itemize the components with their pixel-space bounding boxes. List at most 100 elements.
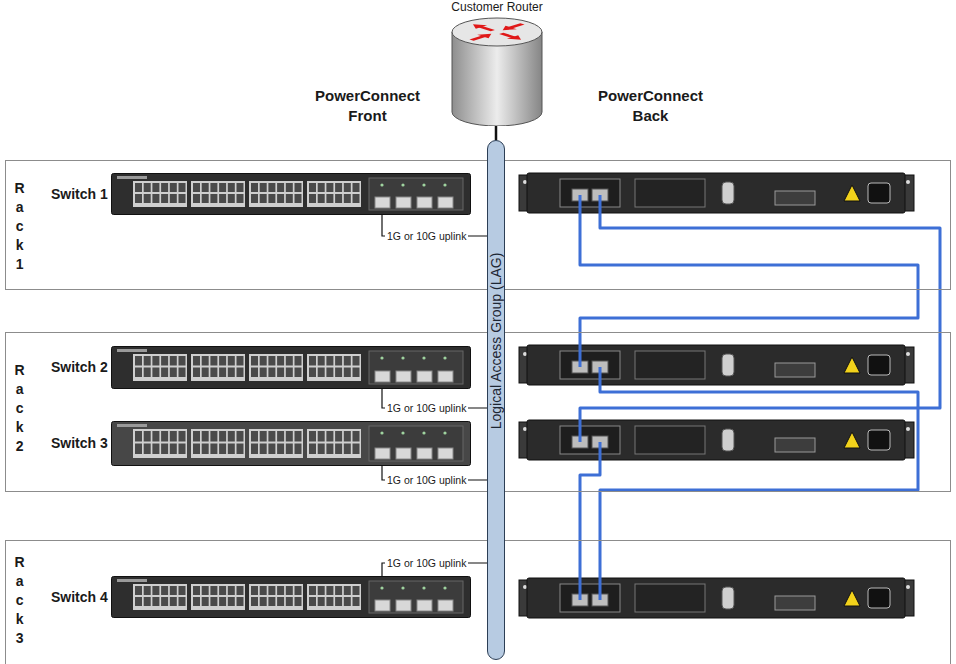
switch-badge: [117, 579, 147, 582]
rj45-port: [277, 183, 284, 192]
rj45-port: [210, 431, 217, 442]
rj45-port: [286, 356, 293, 366]
rj45-port: [326, 194, 333, 203]
rj45-port: [228, 183, 235, 192]
switch-illustration: [111, 346, 471, 389]
rj45-port: [210, 444, 217, 455]
rj45-port: [260, 194, 267, 203]
switch-front: Switch 2: [51, 346, 486, 389]
switch-illustration: [111, 173, 471, 215]
rj45-port: [144, 356, 151, 366]
rack-band: Switch 1R a c k 1: [5, 160, 951, 290]
rj45-port: [179, 431, 186, 442]
rj45-port: [260, 444, 267, 455]
rj45-port: [326, 431, 333, 442]
rj45-port: [286, 368, 293, 378]
rj45-port: [318, 356, 325, 366]
router-icon: [440, 16, 554, 126]
port-block: [249, 429, 303, 458]
back-panels: [519, 173, 914, 618]
rj45-port: [179, 183, 186, 192]
sfp-port: [417, 371, 432, 382]
rj45-port: [228, 368, 235, 378]
sfp-port: [417, 600, 432, 611]
rj45-port: [277, 586, 284, 595]
rack-band: Switch 4R a c k 3: [5, 540, 951, 664]
rj45-port: [152, 444, 159, 455]
rj45-port: [237, 586, 244, 595]
ear-screw: [523, 585, 527, 589]
switch-badge: [117, 176, 147, 179]
rj45-port: [228, 431, 235, 442]
rj45-port: [228, 194, 235, 203]
rj45-port: [277, 356, 284, 366]
rj45-port: [202, 597, 209, 606]
rj45-port: [326, 597, 333, 606]
rj45-port: [210, 183, 217, 192]
uplink-label: 1G or 10G uplink: [385, 401, 468, 415]
switch-label: Switch 2: [51, 359, 111, 376]
rj45-port: [144, 194, 151, 203]
rj45-port: [193, 368, 200, 378]
switch-badge: [117, 424, 147, 427]
sfp-port: [438, 448, 453, 459]
rj45-port: [344, 586, 351, 595]
rj45-port: [318, 586, 325, 595]
rj45-port: [135, 586, 142, 595]
status-led: [401, 356, 404, 359]
switch-body: [112, 577, 471, 618]
rj45-port: [237, 444, 244, 455]
rj45-port: [251, 356, 258, 366]
ear-screw: [906, 585, 910, 589]
rj45-port: [152, 586, 159, 595]
rj45-port: [170, 586, 177, 595]
switch-back: [519, 420, 914, 460]
port-block: [133, 354, 187, 381]
switch-back: [519, 173, 914, 213]
uplink-label: 1G or 10G uplink: [385, 556, 468, 570]
rj45-port: [251, 444, 258, 455]
stacking-module: [560, 179, 620, 207]
switch-illustration: [111, 576, 471, 618]
switch-front: Switch 4: [51, 576, 486, 618]
warning-triangle: [844, 432, 860, 448]
rj45-port: [335, 368, 342, 378]
rj45-port: [251, 194, 258, 203]
rj45-port: [309, 586, 316, 595]
rj45-port: [344, 431, 351, 442]
status-led: [443, 586, 446, 589]
rj45-port: [326, 586, 333, 595]
rack-band: Switch 2Switch 3R a c k 2: [5, 332, 951, 492]
rj45-port: [161, 431, 168, 442]
rj45-port: [344, 444, 351, 455]
status-led: [443, 183, 446, 186]
stacking-cable: [580, 195, 940, 442]
rj45-port: [268, 368, 275, 378]
rj45-port: [170, 194, 177, 203]
column-heading: PowerConnect Front: [300, 86, 435, 126]
sfp-port: [417, 197, 432, 208]
rj45-port: [219, 368, 226, 378]
status-led: [401, 586, 404, 589]
rj45-port: [286, 183, 293, 192]
expansion-module: [635, 426, 705, 454]
rj45-port: [144, 368, 151, 378]
sfp-port: [438, 197, 453, 208]
sfp-port: [396, 448, 411, 459]
rj45-port: [161, 597, 168, 606]
switch-body: [112, 174, 471, 215]
warning-triangle: [844, 185, 860, 201]
rj45-port: [344, 368, 351, 378]
rj45-port: [286, 586, 293, 595]
rj45-port: [170, 368, 177, 378]
rj45-port: [309, 444, 316, 455]
lag-pipe: Logical Access Group (LAG): [487, 140, 505, 660]
rj45-port: [353, 194, 360, 203]
rj45-port: [353, 431, 360, 442]
port-block: [191, 354, 245, 381]
ear-screw: [523, 180, 527, 184]
rj45-port: [193, 444, 200, 455]
rj45-port: [228, 356, 235, 366]
rj45-port: [335, 183, 342, 192]
ear-screw: [906, 427, 910, 431]
